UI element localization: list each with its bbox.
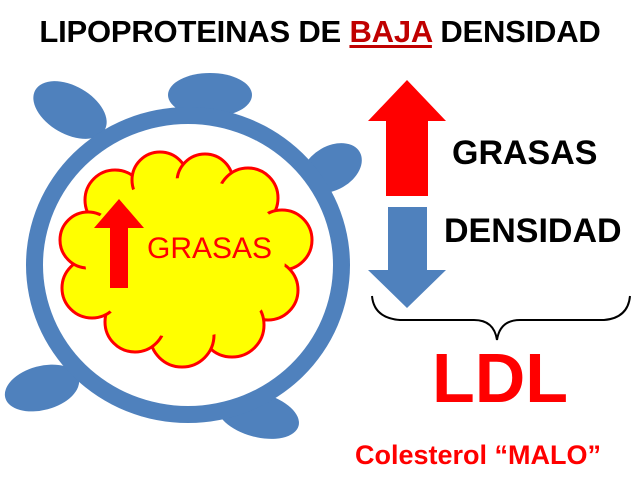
apoprotein-bump (168, 73, 252, 117)
title-suffix: DENSIDAD (431, 14, 601, 49)
core-label: GRASAS (147, 232, 272, 265)
density-indicator-label: DENSIDAD (444, 212, 622, 250)
ldl-subtitle: Colesterol “MALO” (354, 440, 602, 470)
arrow-up-icon (94, 199, 144, 288)
curly-brace (371, 295, 631, 341)
page-title: LIPOPROTEINAS DE BAJA DENSIDAD (0, 14, 640, 50)
lipoprotein-particle: GRASAS (4, 73, 362, 439)
fat-indicator-label: GRASAS (452, 134, 598, 172)
apoprotein-bump (4, 364, 80, 412)
arrow-down-icon (368, 207, 446, 308)
ldl-abbreviation: LDL (431, 339, 569, 417)
title-prefix: LIPOPROTEINAS DE (39, 14, 350, 49)
apoprotein-bump (33, 81, 107, 139)
title-highlight: BAJA (349, 14, 432, 49)
arrow-up-icon (368, 80, 446, 196)
